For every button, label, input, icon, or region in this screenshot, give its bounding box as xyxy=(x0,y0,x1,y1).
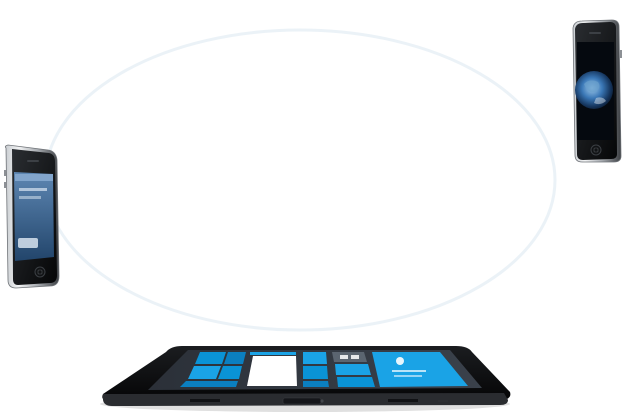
tile-large xyxy=(372,352,468,387)
left-phone xyxy=(4,144,60,289)
tile xyxy=(224,352,246,364)
tile xyxy=(303,381,329,387)
orbit-ring xyxy=(43,28,557,332)
tablet xyxy=(100,346,511,412)
left-phone-home-button xyxy=(34,266,46,278)
left-phone-earpiece xyxy=(27,160,39,162)
right-phone-side-button xyxy=(620,50,622,58)
tile xyxy=(303,352,327,364)
left-phone-side-button xyxy=(4,170,6,176)
tablet-port xyxy=(438,400,448,402)
right-phone-home-button xyxy=(590,144,602,156)
tablet-tile-grid xyxy=(180,352,468,387)
tile xyxy=(332,352,367,362)
tile xyxy=(218,366,242,379)
tablet-vent xyxy=(388,399,418,402)
tile xyxy=(335,364,371,375)
tile xyxy=(303,366,328,379)
right-phone xyxy=(572,19,622,163)
left-phone-side-button xyxy=(4,182,6,188)
tile xyxy=(188,366,221,379)
tile xyxy=(180,381,238,387)
tile xyxy=(337,377,375,387)
tile xyxy=(250,352,296,355)
message-line xyxy=(19,196,41,199)
message-bubble xyxy=(18,238,38,248)
right-phone-earpiece xyxy=(589,32,601,34)
tile xyxy=(195,352,226,364)
message-header-bar xyxy=(15,174,53,181)
tablet-vent xyxy=(190,399,220,402)
message-line xyxy=(19,188,47,191)
tile-large-icon xyxy=(396,357,404,365)
tablet-connector xyxy=(282,397,322,405)
tile-white-panel xyxy=(247,356,297,386)
tablet-port xyxy=(320,399,324,403)
